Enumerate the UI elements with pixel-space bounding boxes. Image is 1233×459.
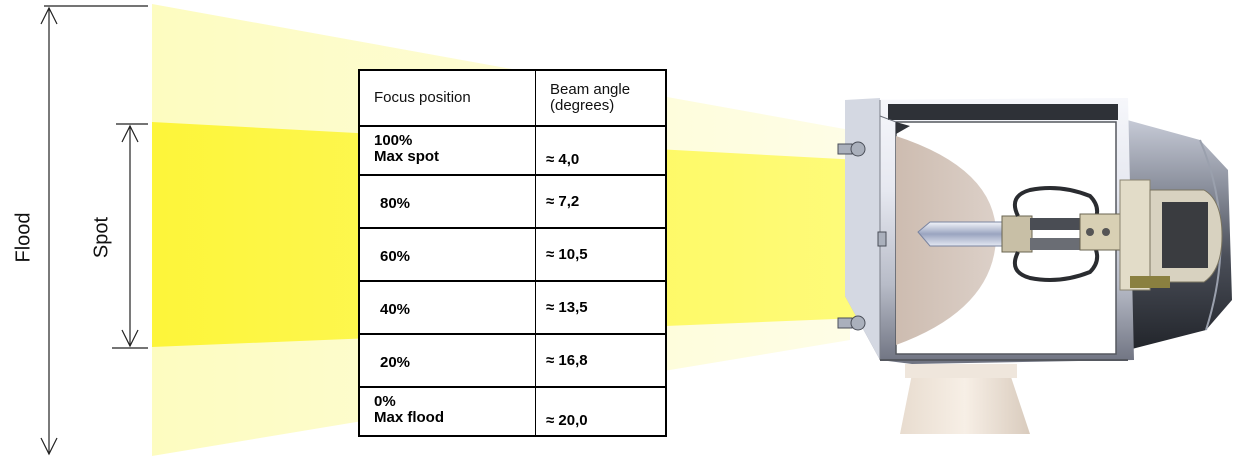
flood-label: Flood (12, 212, 35, 263)
spot-label: Spot (90, 216, 113, 259)
table-row: 0% Max flood ≈ 20,0 (358, 386, 667, 437)
focus-position-cell: 40% (358, 280, 536, 335)
double-arrow-flood-icon (40, 5, 148, 456)
focus-position-value: 100% (374, 132, 413, 149)
table-row: 80% ≈ 7,2 (358, 174, 667, 229)
beam-angle-cell: ≈ 16,8 (535, 333, 667, 388)
focus-position-note: Max flood (374, 409, 444, 426)
focus-position-cell: 0% Max flood (358, 386, 536, 437)
beam-angle-cell: ≈ 10,5 (535, 227, 667, 282)
beam-angle-cell: ≈ 13,5 (535, 280, 667, 335)
table-header-row: Focus position Beam angle (degrees) (358, 69, 667, 127)
double-arrow-spot-icon (112, 123, 148, 349)
focus-position-cell: 60% (358, 227, 536, 282)
focus-position-cell: 100% Max spot (358, 125, 536, 176)
focus-position-cell: 20% (358, 333, 536, 388)
table-row: 60% ≈ 10,5 (358, 227, 667, 282)
table-row: 20% ≈ 16,8 (358, 333, 667, 388)
header-beam-angle-line1: Beam angle (550, 81, 631, 98)
table-row: 40% ≈ 13,5 (358, 280, 667, 335)
focus-position-cell: 80% (358, 174, 536, 229)
searchlight-illustration (837, 98, 1232, 434)
table-row: 100% Max spot ≈ 4,0 (358, 125, 667, 176)
header-focus-position: Focus position (358, 69, 536, 127)
focus-position-note: Max spot (374, 148, 440, 165)
beam-angle-cell: ≈ 20,0 (535, 386, 667, 437)
beam-angle-cell: ≈ 7,2 (535, 174, 667, 229)
beam-angle-cell: ≈ 4,0 (535, 125, 667, 176)
focus-beam-table: Focus position Beam angle (degrees) 100%… (358, 69, 667, 437)
focus-position-value: 0% (374, 393, 396, 410)
header-beam-angle-line2: (degrees) (550, 97, 615, 114)
header-beam-angle: Beam angle (degrees) (535, 69, 667, 127)
